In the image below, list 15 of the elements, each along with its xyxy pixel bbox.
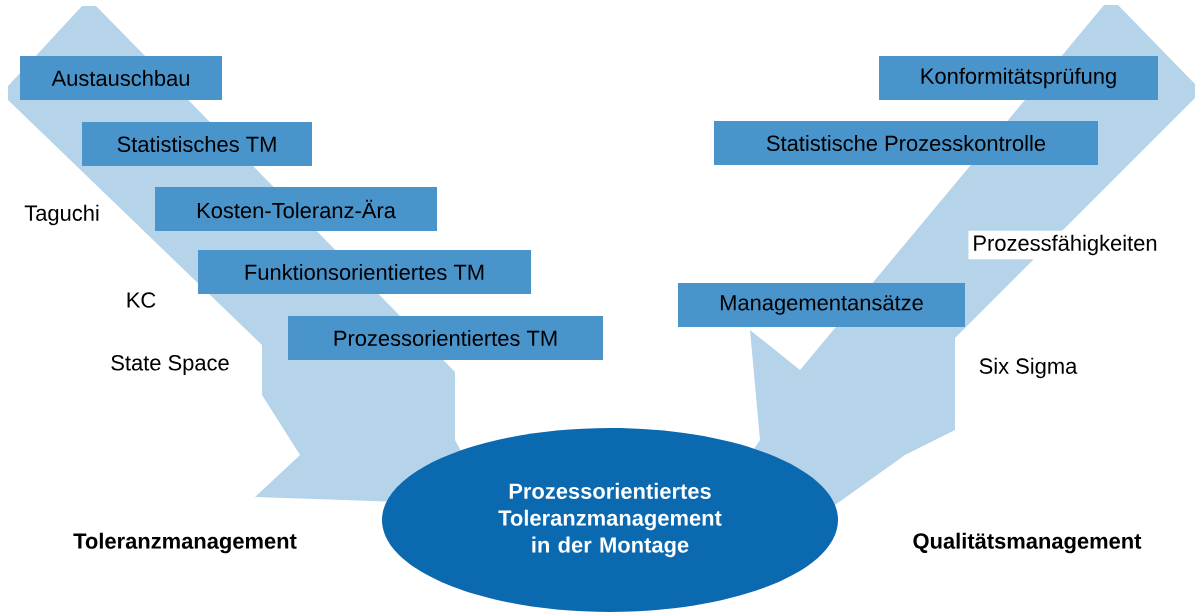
label: Prozessfähigkeiten (968, 230, 1162, 260)
heading: Toleranzmanagement (73, 532, 297, 554)
heading: Qualitätsmanagement (913, 532, 1142, 554)
text-box: Austauschbau (20, 56, 222, 100)
text-box: Prozessorientiertes TM (288, 316, 603, 360)
text-box: Konformitätsprüfung (879, 56, 1158, 100)
label: State Space (106, 351, 234, 379)
label: Six Sigma (974, 353, 1082, 383)
text-box: Managementansätze (678, 283, 965, 327)
text-box: Statistische Prozesskontrolle (714, 121, 1098, 165)
label: KC (121, 288, 161, 312)
text-box: Kosten-Toleranz-Ära (155, 187, 437, 231)
text-box: Funktionsorientiertes TM (198, 250, 531, 294)
text-box: Statistisches TM (82, 122, 312, 166)
label: Taguchi (20, 200, 104, 230)
